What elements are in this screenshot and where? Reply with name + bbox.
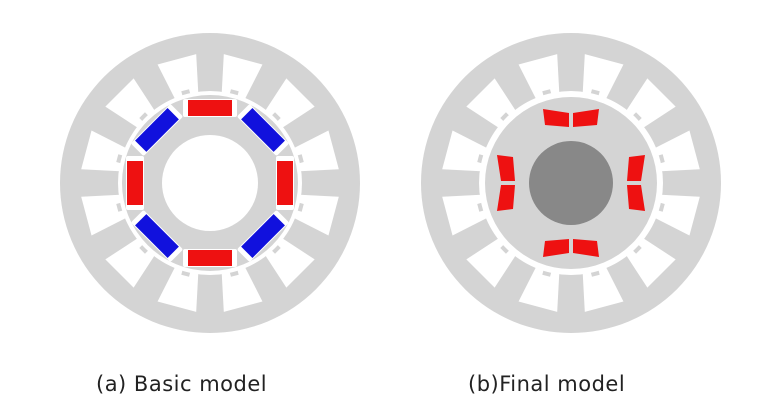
stator-slot (157, 266, 199, 312)
magnet-red (543, 109, 569, 127)
stator-slot (442, 130, 488, 172)
stator-slot (442, 194, 488, 236)
shaft-hole (162, 135, 258, 231)
magnet-blue (241, 108, 285, 152)
magnet-red (573, 239, 599, 257)
stator-slot (265, 78, 315, 128)
magnet-red (497, 155, 515, 181)
stator-slot (582, 266, 624, 312)
final-model-diagram (421, 33, 721, 333)
stator-slot (293, 130, 339, 172)
magnet-blue (135, 108, 179, 152)
magnet-red (127, 161, 143, 205)
magnet-red (188, 250, 232, 266)
stator-slot (293, 194, 339, 236)
stator-slot (105, 78, 155, 128)
magnet-red (627, 155, 645, 181)
caption-basic-model: (a) Basic model (96, 372, 268, 396)
stator-slot (654, 130, 700, 172)
stator-slot (466, 238, 516, 288)
stator-slot (626, 78, 676, 128)
stator-slot (105, 238, 155, 288)
magnet-blue (135, 214, 179, 258)
stator-slot (265, 238, 315, 288)
stator-slot (518, 54, 560, 100)
caption-final-model: (b)Final model (468, 372, 626, 396)
stator-slot (466, 78, 516, 128)
stator-slot (157, 54, 199, 100)
basic-model-diagram (60, 33, 360, 333)
stator-slot (81, 130, 127, 172)
stator-slot (81, 194, 127, 236)
shaft (529, 141, 613, 225)
stator-slot (626, 238, 676, 288)
magnet-red (277, 161, 293, 205)
stator-slot (654, 194, 700, 236)
stator-slot (221, 54, 263, 100)
magnet-red (627, 185, 645, 211)
magnet-red (188, 100, 232, 116)
magnet-blue (241, 214, 285, 258)
stator-slot (582, 54, 624, 100)
stator-slot (518, 266, 560, 312)
magnet-red (543, 239, 569, 257)
stator-slot (221, 266, 263, 312)
magnet-red (573, 109, 599, 127)
magnet-red (497, 185, 515, 211)
